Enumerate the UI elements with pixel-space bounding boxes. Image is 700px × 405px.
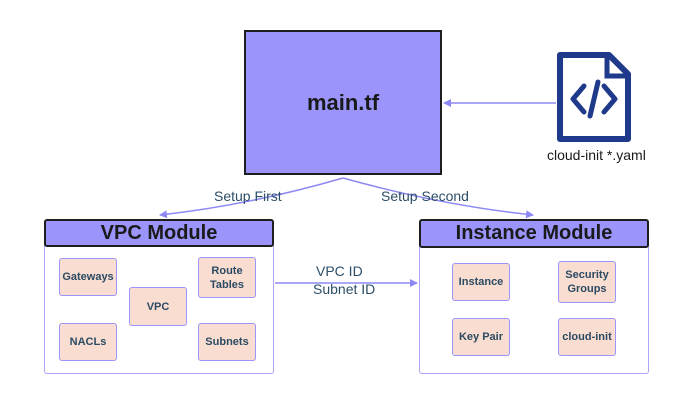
instance-item-security-groups: Security Groups — [558, 261, 616, 303]
arrow-setup-first — [159, 177, 344, 219]
main-tf-box: main.tf — [244, 30, 442, 175]
main-tf-label: main.tf — [306, 89, 380, 115]
code-file-icon — [557, 52, 631, 142]
edge-label-vpc-id: VPC ID — [316, 263, 363, 279]
instance-module-header: Instance Module — [419, 219, 649, 248]
instance-module-title: Instance Module — [455, 222, 613, 244]
vpc-module-header: VPC Module — [44, 219, 274, 247]
yaml-file-label: cloud-init *.yaml — [547, 147, 646, 163]
instance-item-key-pair: Key Pair — [452, 318, 510, 356]
edge-label-setup-first: Setup First — [214, 188, 282, 204]
vpc-item-vpc: VPC — [129, 287, 187, 326]
edge-label-setup-second: Setup Second — [381, 188, 469, 204]
vpc-item-subnets: Subnets — [198, 323, 256, 361]
instance-item-cloud-init: cloud-init — [558, 318, 616, 356]
vpc-item-gateways: Gateways — [59, 258, 117, 296]
vpc-module-title: VPC Module — [100, 221, 218, 244]
edge-label-subnet-id: Subnet ID — [313, 281, 376, 297]
arrow-setup-second — [342, 177, 534, 219]
vpc-item-nacls: NACLs — [59, 323, 117, 361]
vpc-item-route-tables: Route Tables — [198, 257, 256, 298]
instance-item-instance: Instance — [452, 263, 510, 301]
